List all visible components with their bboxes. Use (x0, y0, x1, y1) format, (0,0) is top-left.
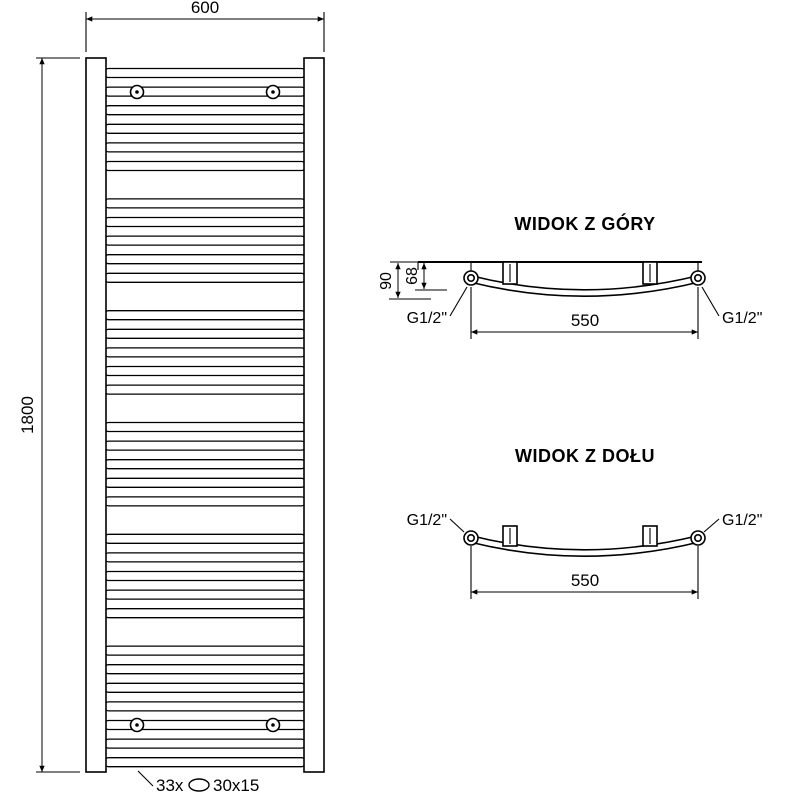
radiator-rung (103, 328, 307, 339)
radiator-rung (103, 496, 307, 507)
rung-profile-callout: 33x 30x15 (137, 770, 259, 795)
center-dimension: 68 (404, 263, 447, 291)
fitting-label-right: G1/2" (722, 310, 762, 327)
mount-point-dot (271, 723, 275, 727)
front-view: 600 1800 33x 30x15 (18, 0, 325, 795)
connection-fitting-right-inner (693, 533, 702, 542)
radiator-rung (103, 682, 307, 693)
radiator-rung (103, 216, 307, 228)
span-dimension-bottom: 550 (470, 546, 699, 599)
radiator-right-rail (303, 57, 325, 773)
leader-line (449, 518, 465, 533)
fitting-callout-left: G1/2" (407, 286, 468, 327)
leader-line (449, 286, 468, 317)
fitting-label-left: G1/2" (407, 310, 447, 327)
rung-profile-label: 30x15 (213, 776, 259, 795)
bottom-view-title: WIDOK Z DOŁU (515, 446, 655, 466)
radiator-rung (103, 589, 307, 600)
radiator-rung (103, 421, 307, 433)
radiator-rung (103, 105, 307, 116)
radiator-rung (103, 254, 307, 265)
radiator-left-rail (85, 57, 107, 773)
mount-point-dot (135, 90, 139, 94)
mount-point-dot (135, 723, 139, 727)
connection-fitting-left-inner (466, 533, 475, 542)
height-dimension: 1800 (18, 57, 80, 773)
radiator-rung (103, 570, 307, 582)
radiator-rung (103, 272, 307, 283)
radiator-rung (103, 477, 307, 488)
radiator-rung (103, 701, 307, 712)
radiator-rung (103, 645, 307, 656)
radiator-rung (103, 757, 307, 768)
tube-curve-fill (468, 536, 701, 556)
radiator-rung (103, 384, 307, 395)
oval-profile-icon (188, 778, 210, 792)
depth-dimension: 90 (378, 263, 431, 300)
height-dimension-label: 1800 (18, 396, 37, 434)
radiator-rung (103, 608, 307, 619)
leader-line (703, 518, 720, 533)
radiator-rung (103, 235, 307, 246)
radiator-rung (103, 664, 307, 675)
span-dimension-label: 550 (571, 571, 599, 590)
radiator-rung (103, 310, 307, 321)
radiator-rung (103, 160, 307, 172)
span-dimension-top: 550 (470, 287, 699, 339)
width-dimension-label: 600 (191, 0, 219, 17)
width-dimension: 600 (85, 0, 325, 52)
leader-line (701, 286, 720, 317)
tube-curve-fill (468, 276, 701, 296)
fitting-callout-left: G1/2" (407, 512, 465, 533)
radiator-rung (103, 552, 307, 563)
radiator-rung (103, 347, 307, 358)
radiator-rung (103, 67, 307, 79)
connection-fitting-right-inner (693, 273, 702, 282)
radiator-rung (103, 533, 307, 544)
radiator-rung (103, 459, 307, 470)
center-dimension-label: 68 (404, 267, 421, 285)
radiator-rung (103, 738, 307, 749)
fitting-callout-right: G1/2" (701, 286, 762, 327)
top-view-title: WIDOK Z GÓRY (514, 213, 655, 234)
depth-dimension-label: 90 (378, 272, 395, 290)
top-view: WIDOK Z GÓRY 90 68 (378, 213, 762, 339)
bottom-view: WIDOK Z DOŁU G1/2" G1/2" 550 (407, 446, 762, 599)
radiator-rung (103, 123, 307, 134)
connection-fitting-left-inner (466, 273, 475, 282)
rung-count-label: 33x (156, 776, 184, 795)
span-dimension-label: 550 (571, 311, 599, 330)
mount-point-dot (271, 90, 275, 94)
radiator-rung (103, 142, 307, 153)
radiator-rung (103, 198, 307, 209)
radiator-rungs (103, 67, 307, 768)
fitting-label-right: G1/2" (722, 512, 762, 529)
leader-line (137, 770, 154, 787)
fitting-callout-right: G1/2" (703, 512, 762, 533)
radiator-rung (103, 440, 307, 451)
fitting-label-left: G1/2" (407, 512, 447, 529)
radiator-rung (103, 365, 307, 377)
